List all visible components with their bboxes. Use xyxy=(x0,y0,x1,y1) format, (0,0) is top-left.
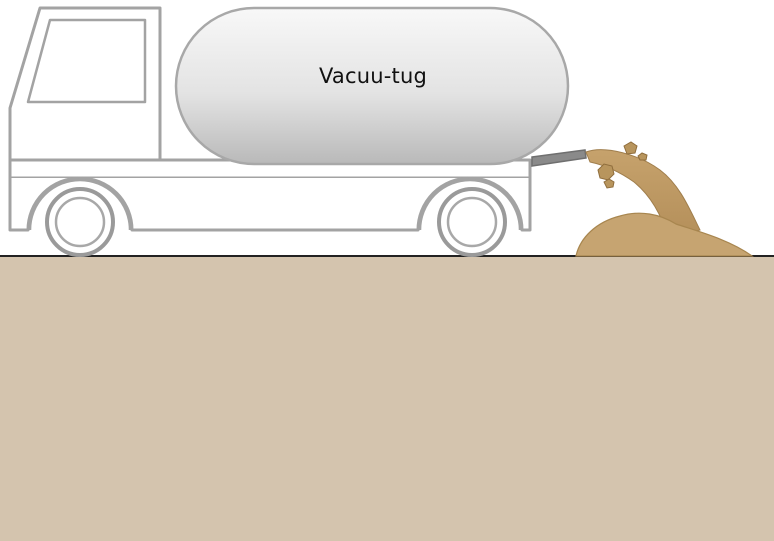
sludge-splat-2 xyxy=(624,142,637,154)
sludge-splat-1 xyxy=(598,164,614,180)
rear-wheel xyxy=(439,189,505,255)
sludge-pile xyxy=(576,213,752,256)
sludge-pile-icon xyxy=(576,142,752,256)
cab-window xyxy=(28,20,145,102)
sludge-splat-4 xyxy=(638,153,647,160)
front-wheel xyxy=(47,189,113,255)
sludge-splat-3 xyxy=(604,179,614,188)
vacuum-tank xyxy=(176,8,568,164)
ground-area xyxy=(0,256,774,541)
discharge-pipe xyxy=(532,150,586,166)
